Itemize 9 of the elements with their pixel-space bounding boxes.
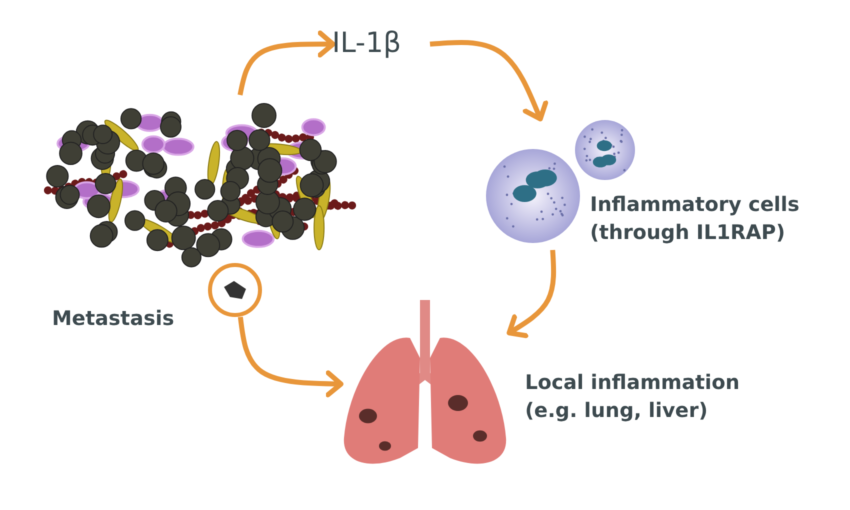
- arrow: [506, 250, 556, 338]
- highlight-circle: [208, 263, 262, 317]
- caption-text: Local inflammation (e.g. lung, liver): [525, 369, 741, 424]
- arrow: [238, 316, 344, 398]
- label-text: IL-1β: [332, 25, 402, 61]
- caption-text: Inflammatory cells (through IL1RAP): [590, 191, 800, 246]
- arrow: [430, 40, 548, 122]
- arrow: [238, 30, 336, 96]
- caption-text: Metastasis: [52, 305, 176, 332]
